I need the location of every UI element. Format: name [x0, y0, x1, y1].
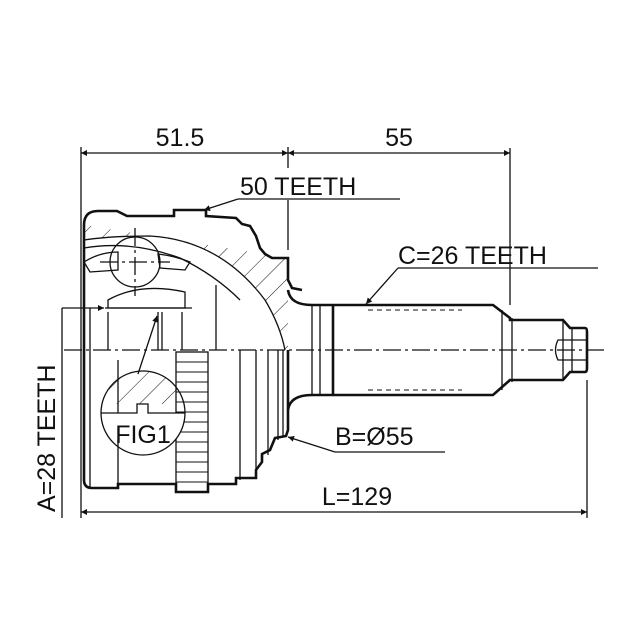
inner-race: [83, 228, 217, 350]
threaded-hole: [554, 339, 586, 361]
dimension-51-5-label: 51.5: [156, 124, 205, 152]
fig1-label: FIG1: [115, 421, 171, 449]
callout-inner-spline: A=28 TEETH: [33, 305, 104, 512]
dimension-51-5: 51.5: [81, 124, 288, 156]
inner-spline-label: A=28 TEETH: [33, 364, 61, 512]
dimension-55-label: 55: [385, 124, 413, 152]
outer-spline-label: C=26 TEETH: [398, 242, 547, 270]
callout-outer-spline: C=26 TEETH: [365, 242, 598, 305]
callout-seal-diameter: B=Ø55: [287, 423, 445, 453]
dimension-total-length: L=129: [81, 483, 587, 515]
seal-diameter-label: B=Ø55: [335, 423, 414, 451]
callout-abs-teeth: 50 TEETH: [203, 173, 400, 212]
total-length-label: L=129: [322, 483, 392, 511]
dimension-55: 55: [288, 124, 510, 156]
abs-teeth-label: 50 TEETH: [240, 173, 356, 201]
stub-shaft: [286, 289, 589, 411]
extension-lines: [61, 147, 588, 518]
abs-ring-teeth: [176, 361, 208, 483]
